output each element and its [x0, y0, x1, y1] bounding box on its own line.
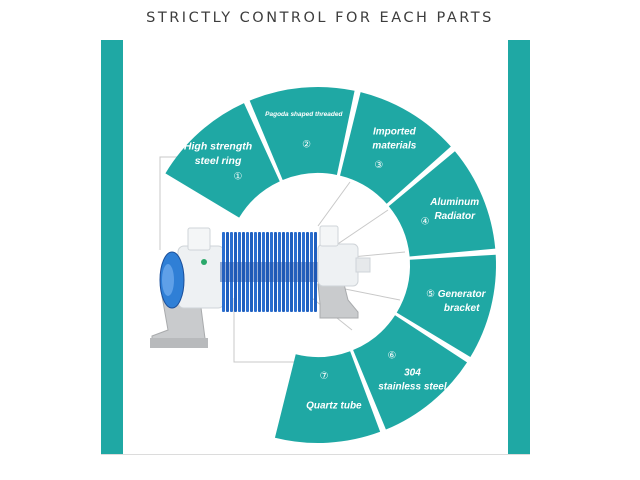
- radiator-fin: [314, 232, 317, 312]
- part-label-5-line-1: Generator: [438, 289, 487, 300]
- radiator-fin: [286, 232, 289, 312]
- radiator-fin: [290, 232, 293, 312]
- radiator-fin: [306, 232, 309, 312]
- right-connector: [319, 225, 339, 247]
- radiator-fin: [230, 232, 233, 312]
- leader-line-2: [317, 181, 351, 227]
- radiator-fin: [246, 232, 249, 312]
- part-number-5: ⑤: [426, 289, 435, 300]
- radiator-fin: [234, 232, 237, 312]
- right-bracket: [317, 283, 359, 319]
- part-label-3-line-2: materials: [372, 141, 416, 152]
- ozone-tube-illustration: [150, 225, 371, 348]
- part-number-4: ④: [421, 217, 430, 228]
- part-label-3-line-1: Imported: [373, 127, 417, 138]
- part-number-6: ⑥: [388, 350, 397, 361]
- radiator-fin: [294, 232, 297, 312]
- ring-segment-6: [353, 315, 468, 430]
- right-cap: [317, 243, 359, 287]
- leader-line-7: [233, 298, 300, 363]
- ring-segments: ① High strength steel ring ② Pagoda shaped t…: [165, 86, 497, 443]
- radiator-fin: [254, 232, 257, 312]
- radiator-fin: [270, 232, 273, 312]
- part-label-1-line-1: High strength: [184, 141, 252, 153]
- steel-ring-inner: [162, 264, 174, 296]
- ring-segment-1: [165, 103, 280, 218]
- ring-segment-4: [388, 151, 496, 257]
- radiator-fin: [302, 232, 305, 312]
- radiator-fin: [274, 232, 277, 312]
- radiator-core: [220, 262, 320, 282]
- radiator-fin: [278, 232, 281, 312]
- tube-end: [355, 257, 371, 273]
- part-label-7-line-1: Quartz tube: [306, 400, 362, 411]
- part-label-4-line-1: Aluminum: [429, 197, 479, 208]
- indicator-dot: [201, 259, 207, 265]
- part-number-1: ①: [234, 172, 243, 183]
- part-number-2: ②: [302, 140, 311, 151]
- radiator-fin: [310, 232, 313, 312]
- part-label-6-line-2: stainless steel: [378, 381, 447, 392]
- left-accent-bar: [101, 40, 123, 454]
- part-number-7: ⑦: [320, 371, 329, 382]
- radiator-fin: [262, 232, 265, 312]
- part-label-5-line-2: bracket: [444, 303, 480, 314]
- left-bracket-base: [150, 338, 208, 348]
- part-number-3: ③: [374, 160, 383, 171]
- left-connector: [187, 227, 211, 251]
- part-label-1-line-2: steel ring: [195, 155, 242, 167]
- radiator-fin: [226, 232, 229, 312]
- radiator-fin: [238, 232, 241, 312]
- part-label-6-line-1: 304: [404, 367, 421, 378]
- ring-segment-3: [340, 92, 451, 204]
- part-label-4-line-2: Radiator: [434, 211, 476, 222]
- ring-segment-5: [396, 254, 497, 358]
- ring-segment-7: [274, 351, 381, 443]
- radiator-fin: [266, 232, 269, 312]
- radiator-fin: [298, 232, 301, 312]
- right-accent-bar: [508, 40, 530, 454]
- radiator-fin: [250, 232, 253, 312]
- radiator-fin: [282, 232, 285, 312]
- radiator-fin: [258, 232, 261, 312]
- bottom-divider: [101, 454, 530, 455]
- part-label-2-line-1: Pagoda shaped threaded: [265, 111, 343, 118]
- aluminum-radiator: [220, 232, 320, 312]
- left-cap: [177, 245, 225, 309]
- ring-segment-2: [249, 86, 355, 181]
- page-title: STRICTLY CONTROL FOR EACH PARTS: [146, 10, 494, 26]
- radiator-fin: [222, 232, 225, 312]
- radiator-fin: [242, 232, 245, 312]
- leader-line-5: [339, 287, 401, 301]
